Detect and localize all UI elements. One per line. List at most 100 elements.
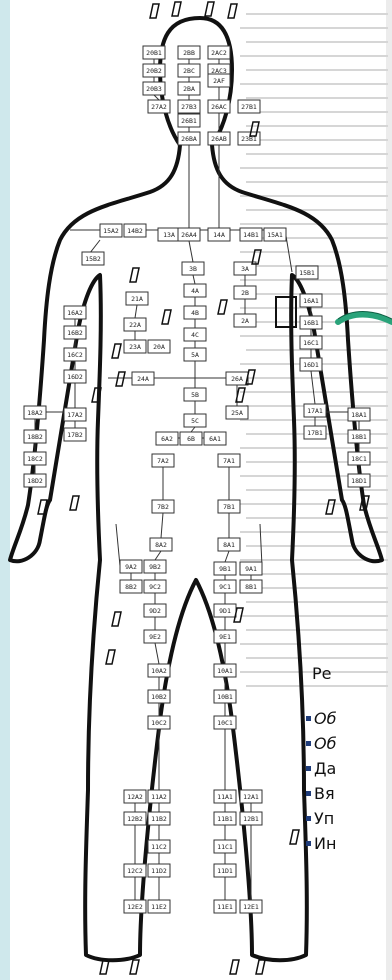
- block-label: 14B2: [127, 227, 143, 235]
- wire: [116, 524, 120, 566]
- block-label: 25A: [231, 409, 243, 417]
- blk-15b2: 15B2: [82, 252, 104, 265]
- wire: [193, 275, 195, 284]
- block-label: 27A2: [151, 103, 167, 111]
- block-label: 7B1: [223, 503, 235, 511]
- block-label: 7A1: [223, 457, 235, 465]
- block-label: 12C2: [127, 867, 143, 875]
- blk-11e2: 11E2: [148, 900, 170, 913]
- block-label: 11C2: [151, 843, 167, 851]
- electrode-pin: [106, 650, 115, 664]
- block-label: 24A: [137, 375, 149, 383]
- block-label: 16B2: [67, 329, 83, 337]
- blk-18b1: 18B1: [348, 430, 370, 443]
- block-label: 12A1: [243, 793, 259, 801]
- blk-9b2: 9B2: [144, 560, 166, 573]
- block-label: 17A2: [67, 411, 83, 419]
- blk-26ac: 26AC: [208, 100, 230, 113]
- blk-2b: 2B: [234, 286, 256, 299]
- block-label: 18C1: [351, 455, 367, 463]
- bullet-text: Уп: [314, 809, 334, 828]
- blk-16c2: 16C2: [64, 348, 86, 361]
- block-label: 16C2: [67, 351, 83, 359]
- blk-26b1: 26B1: [178, 114, 200, 127]
- blk-22a: 22A: [124, 318, 146, 331]
- block-label: 17B1: [307, 429, 323, 437]
- block-label: 20B1: [146, 49, 162, 57]
- block-label: 2A: [241, 317, 249, 325]
- block-label: 18B2: [27, 433, 43, 441]
- bullet-list: Об Об Да Вя Уп Ин: [306, 706, 392, 856]
- block-label: 20B2: [146, 67, 162, 75]
- blk-10c1: 10C1: [214, 716, 236, 729]
- blk-11b1: 11B1: [214, 812, 236, 825]
- bullet-text: Вя: [314, 784, 335, 803]
- block-label: 9B2: [149, 563, 161, 571]
- wire: [161, 513, 163, 538]
- blk-18d1: 18D1: [348, 474, 370, 487]
- blk-14b2: 14B2: [124, 224, 146, 237]
- section-heading: Ре: [312, 664, 332, 683]
- bullet-item: Да: [306, 756, 392, 781]
- block-label: 9D1: [219, 607, 231, 615]
- blk-7a1: 7A1: [218, 454, 240, 467]
- block-label: 12A2: [127, 793, 143, 801]
- block-label: 12B2: [127, 815, 143, 823]
- block-label: 7A2: [157, 457, 169, 465]
- blk-2ac2: 2AC2: [208, 46, 230, 59]
- block-label: 15A2: [103, 227, 119, 235]
- block-label: 2B: [241, 289, 249, 297]
- bullet-marker: [306, 791, 311, 796]
- block-label: 17A1: [307, 407, 323, 415]
- blk-12a2: 12A2: [124, 790, 146, 803]
- blk-18c2: 18C2: [24, 452, 46, 465]
- bullet-text: Об: [314, 734, 336, 753]
- block-label: 26AB: [211, 135, 227, 143]
- blk-26a4: 26A4: [178, 228, 200, 241]
- blk-16d2: 16D2: [64, 370, 86, 383]
- electrode-pin: [130, 960, 139, 974]
- blk-11c2: 11C2: [148, 840, 170, 853]
- blk-4b: 4B: [184, 306, 206, 319]
- blk-21a: 21A: [126, 292, 148, 305]
- blk-11d1: 11D1: [214, 864, 236, 877]
- blk-7b1: 7B1: [218, 500, 240, 513]
- blk-9a2: 9A2: [120, 560, 142, 573]
- blk-18d2: 18D2: [24, 474, 46, 487]
- block-label: 5A: [191, 351, 199, 359]
- block-label: 17B2: [67, 431, 83, 439]
- blk-2ba: 2BA: [178, 82, 200, 95]
- blk-14a: 14A: [208, 228, 230, 241]
- blk-20b3: 20B3: [143, 82, 165, 95]
- block-label: 9B1: [219, 565, 231, 573]
- wire: [155, 551, 161, 560]
- blk-12b2: 12B2: [124, 812, 146, 825]
- block-label: 15A1: [267, 231, 283, 239]
- block-label: 11C1: [217, 843, 233, 851]
- blk-11c1: 11C1: [214, 840, 236, 853]
- block-label: 18D2: [27, 477, 43, 485]
- block-label: 11A1: [217, 793, 233, 801]
- bullet-marker: [306, 841, 311, 846]
- block-label: 15B1: [299, 269, 315, 277]
- blk-2bb: 2BB: [178, 46, 200, 59]
- blk-9d2: 9D2: [144, 604, 166, 617]
- block-label: 2BA: [183, 85, 195, 93]
- blk-9a1: 9A1: [240, 562, 262, 575]
- blk-6a1: 6A1: [204, 432, 226, 445]
- electrode-pin: [112, 612, 121, 626]
- blk-9c2: 9C2: [144, 580, 166, 593]
- blk-26ab: 26AB: [208, 132, 230, 145]
- block-label: 18A2: [27, 409, 43, 417]
- block-label: 12E1: [243, 903, 259, 911]
- block-label: 12E2: [127, 903, 143, 911]
- blk-11a2: 11A2: [148, 790, 170, 803]
- electrode-pin: [205, 2, 214, 16]
- bullet-text: Об: [314, 709, 336, 728]
- wire: [135, 305, 137, 318]
- blk-10a1: 10A1: [214, 664, 236, 677]
- bullet-text: Ин: [314, 834, 336, 853]
- block-label: 26AC: [211, 103, 227, 111]
- bullet-text: Да: [314, 759, 336, 778]
- block-label: 8A1: [223, 541, 235, 549]
